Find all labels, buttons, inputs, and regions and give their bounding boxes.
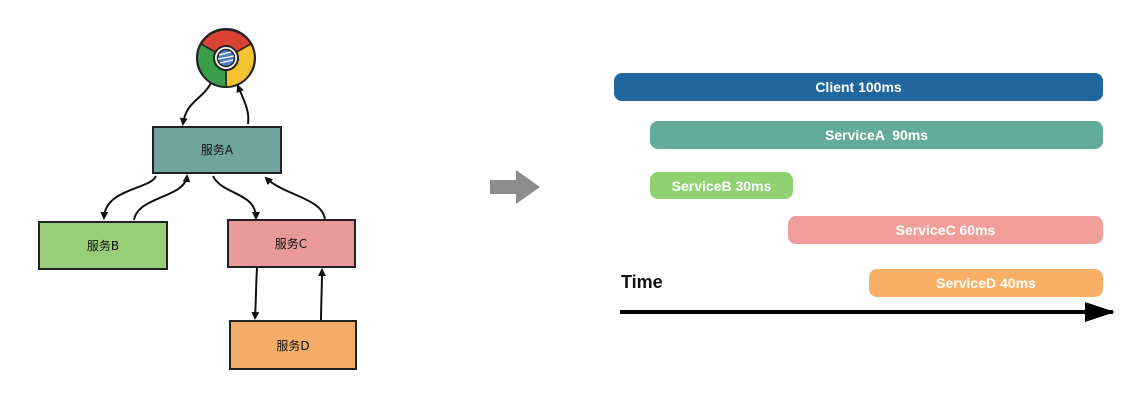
chrome-icon bbox=[196, 28, 256, 88]
service-node-c: 服务C bbox=[227, 219, 356, 268]
span-service-c: ServiceC 60ms bbox=[788, 216, 1103, 244]
service-label-d: 服务D bbox=[276, 338, 309, 353]
span-service-a: ServiceA 90ms bbox=[650, 121, 1103, 149]
span-client: Client 100ms bbox=[614, 73, 1103, 101]
right-arrow-icon bbox=[490, 170, 540, 204]
service-label-c: 服务C bbox=[275, 236, 307, 251]
time-axis-label: Time bbox=[621, 272, 663, 292]
service-label-b: 服务B bbox=[87, 238, 119, 253]
span-service-b: ServiceB 30ms bbox=[650, 172, 793, 199]
service-node-d: 服务D bbox=[229, 320, 357, 370]
span-service-d: ServiceD 40ms bbox=[869, 269, 1103, 297]
service-node-b: 服务B bbox=[38, 221, 168, 270]
connector-arrows bbox=[100, 82, 326, 321]
service-node-a: 服务A bbox=[152, 126, 282, 174]
service-label-a: 服务A bbox=[201, 142, 234, 157]
